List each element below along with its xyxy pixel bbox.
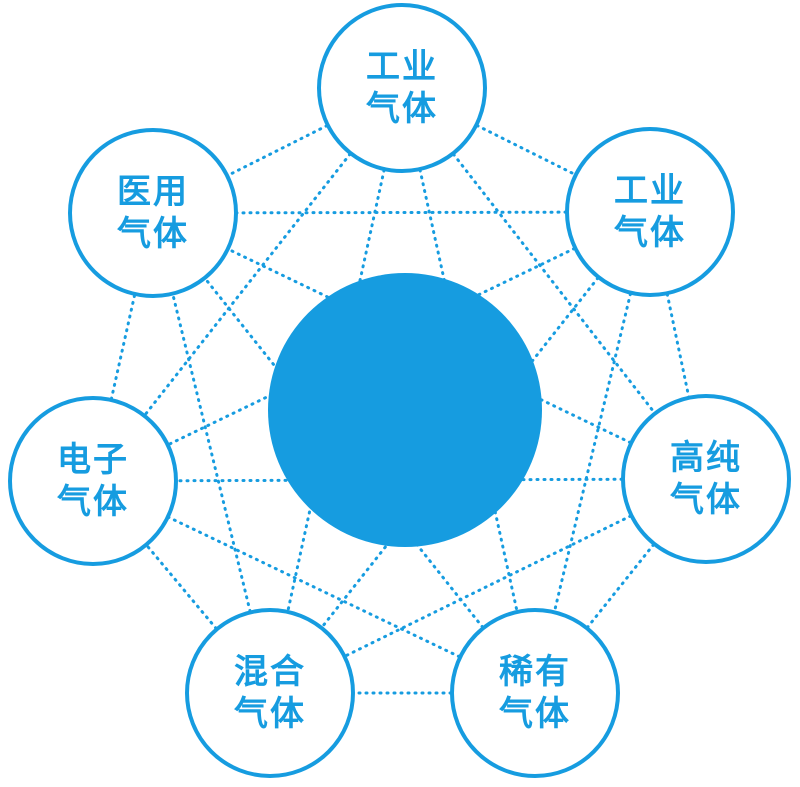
node-industrial-gas-top: 工业 气体	[317, 3, 487, 173]
node-label-line: 医用	[117, 171, 189, 212]
node-label-line: 气体	[366, 89, 438, 129]
node-industrial-gas-right: 工业 气体	[565, 127, 735, 297]
node-label-line: 电子	[57, 439, 129, 480]
node-label-line: 工业	[366, 46, 438, 87]
center-hub-circle	[268, 273, 542, 547]
node-mixed-gas: 混合 气体	[185, 608, 355, 778]
node-label-line: 气体	[57, 482, 129, 522]
node-label-line: 气体	[117, 214, 189, 254]
node-electronic-gas: 电子 气体	[8, 396, 178, 566]
node-high-purity-gas: 高纯 气体	[621, 394, 791, 564]
node-label-line: 高纯	[670, 437, 742, 478]
node-medical-gas: 医用 气体	[68, 128, 238, 298]
node-label-line: 气体	[670, 480, 742, 520]
node-label-line: 混合	[234, 651, 306, 692]
node-label-line: 工业	[614, 170, 686, 211]
node-rare-gas: 稀有 气体	[450, 608, 620, 778]
node-label-line: 气体	[614, 213, 686, 253]
node-label-line: 稀有	[499, 651, 571, 692]
node-label-line: 气体	[234, 694, 306, 734]
node-label-line: 气体	[499, 694, 571, 734]
